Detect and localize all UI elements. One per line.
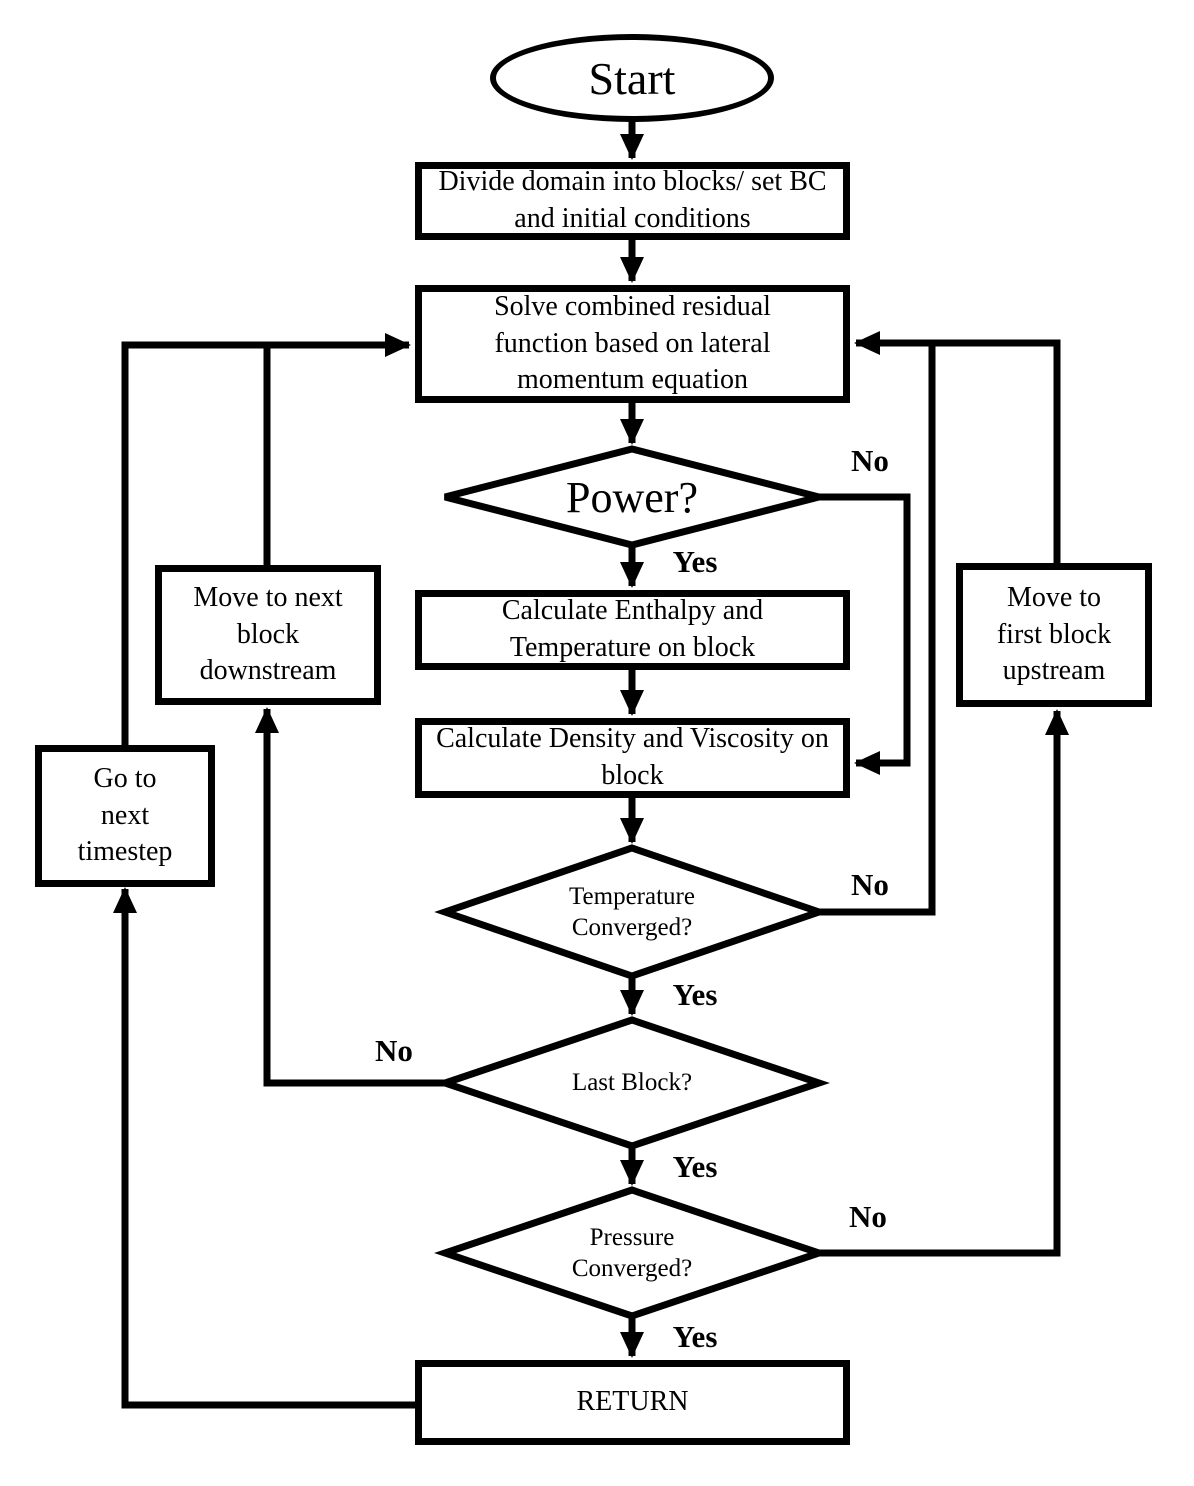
process-calc-density-label: Calculate Density and Viscosity on block bbox=[436, 723, 829, 791]
process-divide-domain: Divide domain into blocks/ set BC and in… bbox=[415, 162, 850, 240]
start-label: Start bbox=[588, 52, 676, 104]
process-move-first-block-upstream-label: Move to first block upstream bbox=[996, 581, 1112, 687]
process-move-first-block-upstream: Move to first block upstream bbox=[956, 563, 1152, 707]
process-go-next-timestep-label: Go to next timestep bbox=[77, 762, 173, 868]
edge-pressure-no-to-moveup bbox=[819, 709, 1069, 1257]
decision-temperature-diamond bbox=[434, 844, 830, 980]
process-move-next-block-downstream-label: Move to next block downstream bbox=[193, 581, 343, 687]
return-label: RETURN bbox=[576, 1386, 689, 1418]
decision-pressure-diamond bbox=[434, 1186, 830, 1320]
edge-gonext-to-solve-join bbox=[121, 341, 269, 745]
process-move-next-block-downstream: Move to next block downstream bbox=[155, 565, 381, 705]
decision-pressure-label: Pressure Converged? bbox=[571, 1223, 693, 1282]
process-divide-domain-label: Divide domain into blocks/ set BC and in… bbox=[438, 166, 827, 234]
return-terminator: RETURN bbox=[415, 1360, 850, 1445]
temperature-no-label: No bbox=[851, 867, 889, 902]
decision-power-label: Power? bbox=[566, 472, 698, 522]
lastblock-no-label: No bbox=[375, 1033, 413, 1068]
edge-return-to-gonext bbox=[113, 887, 415, 1409]
start-terminator: Start bbox=[490, 34, 774, 122]
pressure-yes-label: Yes bbox=[672, 1319, 718, 1354]
edge-temperature-no-up bbox=[819, 340, 936, 916]
process-calc-density: Calculate Density and Viscosity on block bbox=[415, 718, 850, 798]
decision-temperature-label: Temperature Converged? bbox=[569, 882, 695, 941]
power-yes-label: Yes bbox=[672, 544, 718, 579]
edge-lastblock-no-to-movedown bbox=[255, 707, 445, 1087]
process-calc-enthalpy-label: Calculate Enthalpy and Temperature on bl… bbox=[501, 595, 764, 663]
decision-lastblock-label: Last Block? bbox=[571, 1069, 693, 1097]
pressure-no-label: No bbox=[849, 1199, 887, 1234]
process-solve-residual-label: Solve combined residual function based o… bbox=[494, 290, 771, 396]
decision-lastblock-diamond bbox=[434, 1016, 830, 1150]
process-calc-enthalpy: Calculate Enthalpy and Temperature on bl… bbox=[415, 590, 850, 670]
process-solve-residual: Solve combined residual function based o… bbox=[415, 285, 850, 403]
process-go-next-timestep: Go to next timestep bbox=[35, 745, 215, 887]
edge-movedown-to-solve bbox=[263, 333, 411, 565]
power-no-label: No bbox=[851, 443, 889, 478]
edge-power-no-to-density bbox=[819, 493, 911, 775]
decision-power-diamond bbox=[444, 445, 820, 549]
edge-moveup-to-solve bbox=[854, 331, 1061, 563]
lastblock-yes-label: Yes bbox=[672, 1149, 718, 1184]
temperature-yes-label: Yes bbox=[672, 977, 718, 1012]
